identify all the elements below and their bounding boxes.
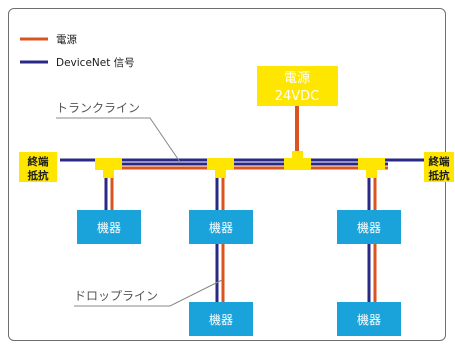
legend-signal-label: DeviceNet 信号 <box>56 57 135 69</box>
terminator-left-line1: 終端 <box>28 155 49 168</box>
terminator-left-line2: 抵抗 <box>28 169 49 182</box>
drop-line-label: ドロップライン <box>74 289 158 303</box>
device-label-4: 機器 <box>209 312 233 327</box>
device-label-2: 機器 <box>209 220 233 235</box>
power-supply-voltage: 24VDC <box>275 89 320 104</box>
device-label-3: 機器 <box>357 220 381 235</box>
terminator-right-line1: 終端 <box>429 155 450 168</box>
legend: 電源 DeviceNet 信号 <box>20 33 135 69</box>
device-label-1: 機器 <box>97 220 121 235</box>
tee-connector-1 <box>95 158 122 178</box>
tee-connector-2 <box>207 158 234 178</box>
legend-power-label: 電源 <box>56 33 77 46</box>
drop-line-leader <box>74 279 223 307</box>
trunk-line-leader <box>56 117 181 163</box>
device-box-3 <box>337 210 401 244</box>
tee-connector-3 <box>358 158 385 178</box>
device-box-5 <box>337 302 401 336</box>
terminator-right-line2: 抵抗 <box>429 169 450 182</box>
device-box-1 <box>77 210 141 244</box>
trunk-line-label: トランクライン <box>56 101 140 115</box>
power-supply-box <box>257 66 338 106</box>
device-box-2 <box>189 210 253 244</box>
terminator-right-box <box>424 152 454 182</box>
device-label-5: 機器 <box>357 312 381 327</box>
terminator-left-box <box>19 152 57 182</box>
tee-connector-power <box>284 151 311 170</box>
device-box-4 <box>189 302 253 336</box>
power-supply-label: 電源 <box>284 71 310 86</box>
